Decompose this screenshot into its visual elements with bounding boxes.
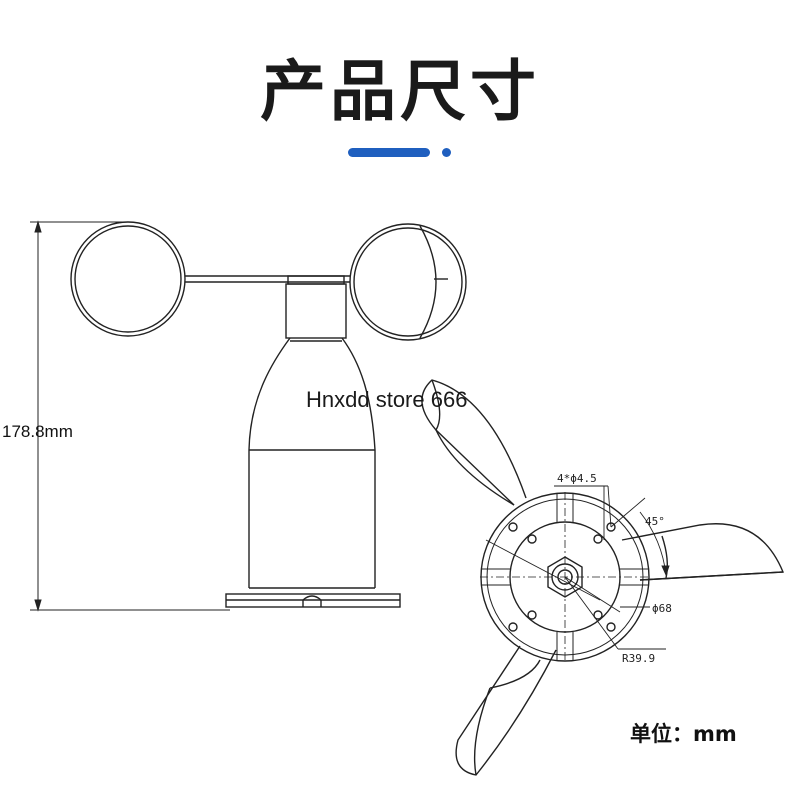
bottom-view: 4*ϕ4.5 45° ϕ68 R39.9 <box>421 379 785 776</box>
left-cup <box>70 221 186 337</box>
angle-dimension-label: 45° <box>645 515 665 528</box>
title-accent-bar <box>348 148 430 157</box>
diameter-dimension-label: ϕ68 <box>652 602 672 615</box>
blade-top <box>421 379 527 506</box>
height-dimension-label: 178.8mm <box>2 422 73 441</box>
radius-dimension-label: R39.9 <box>622 652 655 665</box>
blade-bottom <box>455 645 557 776</box>
page-title: 产品尺寸 <box>260 53 540 130</box>
sensor-body <box>248 337 376 589</box>
hub <box>285 275 347 342</box>
height-dimension <box>30 220 230 612</box>
flange-ribs <box>481 493 649 661</box>
base-flange <box>225 593 401 608</box>
cup-arm <box>185 275 350 283</box>
hole-dimension-label: 4*ϕ4.5 <box>557 472 597 485</box>
store-watermark: Hnxdd store 666 <box>306 387 468 412</box>
blade-right <box>621 523 785 581</box>
dimension-leaders <box>485 485 670 650</box>
title-accent-dot <box>442 148 451 157</box>
right-cup <box>349 223 467 341</box>
unit-label: 单位：mm <box>630 722 737 746</box>
side-view <box>30 220 467 612</box>
